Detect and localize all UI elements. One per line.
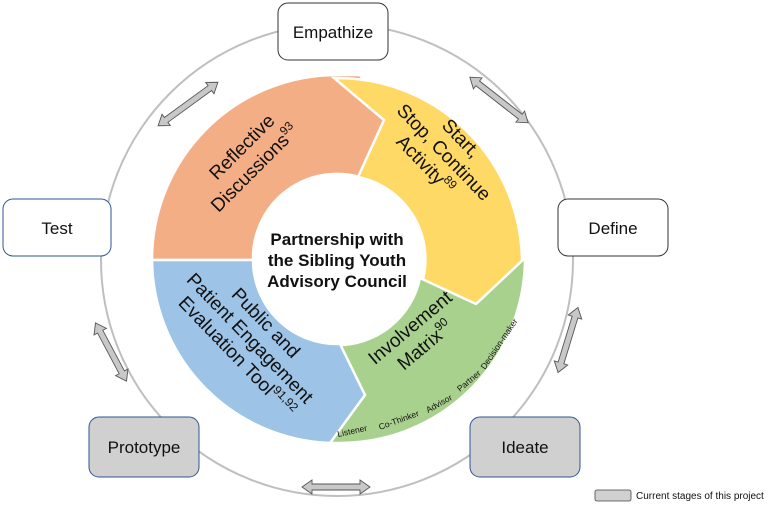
stage-test: Test (2, 198, 112, 257)
legend-swatch (594, 489, 632, 502)
segment-involvement-matrix (322, 255, 527, 445)
center-label: Partnership with the Sibling Youth Advis… (267, 230, 407, 291)
arrow-ideate-prototype (301, 479, 371, 495)
stage-define-label: Define (588, 219, 637, 238)
stage-empathize: Empathize (277, 2, 389, 61)
stage-prototype: Prototype (88, 416, 200, 478)
center-line-1: Partnership with (270, 230, 403, 249)
arrow-prototype-test (93, 322, 129, 382)
arrows (93, 76, 583, 495)
arrow-empathize-define (469, 76, 529, 124)
arrow-empathize-test (157, 81, 219, 127)
stage-empathize-label: Empathize (293, 23, 373, 42)
legend-label: Current stages of this project (636, 491, 764, 502)
segment-ppeet (150, 258, 367, 445)
stage-test-label: Test (41, 219, 72, 238)
arrow-define-ideate (553, 306, 583, 374)
legend: Current stages of this project (594, 489, 764, 502)
segment-reflective-discussions (150, 73, 392, 262)
stage-ideate-label: Ideate (501, 438, 548, 457)
stage-define: Define (557, 198, 669, 257)
center-line-2: the Sibling Youth (268, 251, 406, 270)
stage-ideate: Ideate (469, 416, 581, 478)
center-line-3: Advisory Council (267, 272, 407, 291)
stage-prototype-label: Prototype (108, 438, 181, 457)
center-ring (150, 73, 527, 445)
